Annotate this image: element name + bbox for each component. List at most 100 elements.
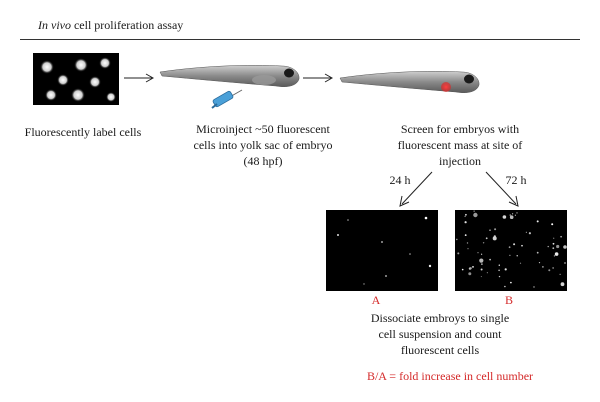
dense-dot [464,221,467,224]
screen-line-1: Screen for embryos with [400,122,520,136]
result-line-2: cell suspension and count [378,327,502,341]
fold-increase-formula: B/A = fold increase in cell number [366,369,534,383]
dense-dot [516,255,518,257]
cell-dot [40,60,54,74]
dense-dot [513,243,516,246]
dense-dot [508,246,511,249]
dense-dot [559,273,561,275]
dense-dot [457,252,460,255]
cell-dot [99,57,111,69]
syringe-icon [211,89,243,109]
dense-dot [521,244,523,247]
result-line-1: Dissociate embroys to single [370,311,510,325]
dense-dot [461,268,464,271]
result-caption: Dissociate embroys to single cell suspen… [340,310,540,358]
dense-dot [477,252,479,254]
dense-dot [469,267,472,270]
dense-dot [504,285,506,288]
dense-dot [502,215,507,219]
cell-dot [45,89,57,101]
screen-line-2: fluorescent mass at site of [397,138,523,152]
dense-dot [494,228,497,231]
label-cells-text: Fluorescently label cells [24,125,142,139]
dense-dot [456,238,458,241]
arrow-72h [485,171,519,207]
figure-title: In vivo cell proliferation assay [38,18,183,33]
screen-caption: Screen for embryos with fluorescent mass… [370,121,550,169]
embryo-1 [159,65,300,87]
dense-dot [553,237,555,239]
cell-dot [106,92,116,102]
panel-a-dots [337,216,432,285]
dense-dot [473,212,478,218]
sparse-dot [337,234,339,236]
arrow-24h [399,171,433,207]
dense-dot [479,258,484,263]
result-line-3: fluorescent cells [400,343,480,357]
dense-dot [560,282,565,287]
timepoint-72h: 72 h [505,173,527,187]
dense-dot [519,262,522,264]
cell-dot [71,88,85,102]
microinject-line-1: Microinject ~50 fluorescent [196,122,330,136]
dense-dot [466,242,469,244]
title-rest: cell proliferation assay [70,18,184,32]
cell-dot [74,58,88,72]
dense-dot [489,229,491,231]
panel-b-image [455,210,567,291]
dense-dot [492,236,497,241]
cell-dot [89,76,101,88]
panel-a-image [326,210,438,291]
dense-dot [510,281,512,284]
dense-dot [560,235,562,238]
dense-dot [464,215,466,218]
dense-dot [552,242,555,245]
dense-dot [482,242,485,244]
dense-dot [563,245,567,249]
dense-dot [538,262,541,264]
dense-dot [468,272,472,276]
dense-dot [512,213,514,215]
dense-dot [509,214,512,216]
cell-dot [57,74,69,86]
dense-dot [498,264,500,266]
dense-dot [528,232,531,235]
screen-line-3: injection [439,154,481,168]
dense-dot [564,262,566,264]
dense-dot [486,272,488,274]
dense-dot [472,266,474,268]
microinject-line-3: (48 hpf) [243,154,283,168]
dense-dot [480,276,482,278]
dense-dot [554,252,559,256]
sparse-dot [409,253,411,255]
title-rule [20,39,580,40]
labeled-cells-dots [40,57,116,102]
dense-dot [498,275,501,278]
dense-dot [509,215,514,219]
dense-dot [489,258,491,261]
dense-dot [536,220,539,223]
sparse-dot [424,216,428,220]
embryo-2 [339,71,480,93]
dense-dot [553,255,555,257]
sparse-dot [385,275,387,277]
arrow-right-1 [124,73,155,83]
dense-dot [552,247,555,250]
dense-dot [481,263,483,265]
sparse-dot [363,283,365,285]
label-cells-caption: Fluorescently label cells [20,124,146,140]
dense-dot [552,267,554,269]
panel-b-label: B [504,293,513,307]
sparse-dot [347,219,349,221]
dense-dot [548,269,551,272]
dense-dot [509,254,511,256]
dense-dot [467,248,469,250]
title-italic: In vivo [38,18,71,32]
dense-dot [465,213,467,216]
dense-dot [536,251,539,254]
dense-dot [551,223,554,226]
dense-dot [480,268,483,271]
panel-b-dots [456,210,567,288]
dense-dot [504,268,507,271]
